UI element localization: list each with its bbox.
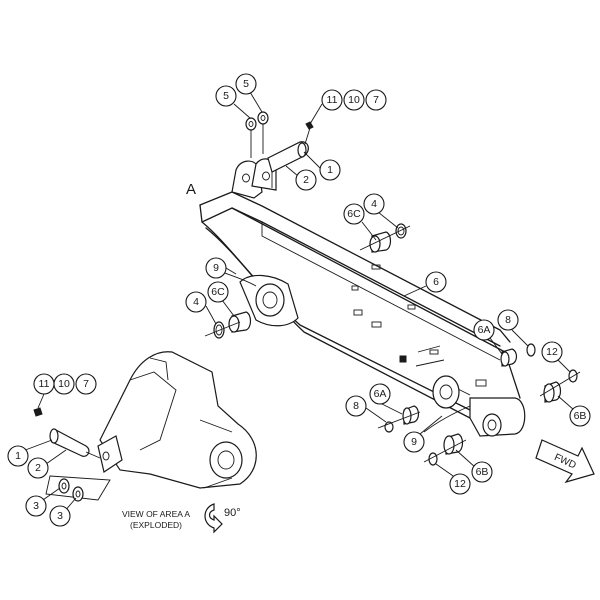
svg-text:6A: 6A [478, 324, 491, 336]
svg-text:6A: 6A [374, 388, 387, 400]
svg-text:10: 10 [348, 94, 360, 106]
callout-2: 2 [295, 169, 317, 191]
rotation-label: 90° [224, 507, 241, 519]
view-caption-line2: (EXPLODED) [130, 520, 182, 530]
callout-11: 11 [33, 373, 55, 395]
svg-text:12: 12 [454, 478, 466, 490]
view-caption-line1: VIEW OF AREA A [122, 509, 190, 519]
callout-6c: 6C [343, 203, 365, 225]
svg-text:6B: 6B [574, 410, 587, 422]
callout-5: 5 [215, 85, 237, 107]
svg-text:6B: 6B [476, 466, 489, 478]
right-end-parts [377, 343, 581, 466]
svg-text:7: 7 [83, 378, 89, 390]
svg-text:3: 3 [33, 500, 39, 512]
svg-text:3: 3 [57, 510, 63, 522]
callout-12: 12 [541, 341, 563, 363]
callout-3: 3 [25, 495, 47, 517]
callout-1: 1 [7, 445, 29, 467]
svg-text:4: 4 [193, 296, 199, 308]
svg-text:5: 5 [223, 90, 229, 102]
svg-text:8: 8 [353, 400, 359, 412]
callout-9: 9 [205, 257, 227, 279]
svg-text:1: 1 [15, 450, 21, 462]
svg-text:2: 2 [303, 174, 309, 186]
svg-text:1: 1 [327, 164, 333, 176]
callout-10: 10 [343, 89, 365, 111]
svg-text:6C: 6C [347, 208, 361, 220]
top-bracket [231, 111, 314, 199]
callout-2: 2 [27, 457, 49, 479]
svg-text:5: 5 [243, 78, 249, 90]
callouts: 5 5 11 10 7 1 2 6C 4 9 6 4 6C 6A 8 12 6B… [7, 73, 591, 527]
left-boss [204, 271, 299, 339]
callout-6b: 6B [569, 405, 591, 427]
callout-6c: 6C [207, 281, 229, 303]
callout-12: 12 [449, 473, 471, 495]
callout-1: 1 [319, 159, 341, 181]
svg-text:6: 6 [433, 276, 439, 288]
svg-text:8: 8 [505, 314, 511, 326]
svg-text:11: 11 [39, 378, 50, 390]
callout-8: 8 [497, 309, 519, 331]
callout-4: 4 [363, 193, 385, 215]
callout-8: 8 [345, 395, 367, 417]
rotation-icon: 90° [204, 503, 241, 534]
svg-text:11: 11 [327, 94, 338, 106]
callout-11: 11 [321, 89, 343, 111]
exploded-view [33, 351, 257, 502]
callout-7: 7 [365, 89, 387, 111]
svg-text:7: 7 [373, 94, 379, 106]
callout-9: 9 [403, 431, 425, 453]
svg-text:10: 10 [58, 378, 70, 390]
callout-7: 7 [75, 373, 97, 395]
callout-6: 6 [425, 271, 447, 293]
callout-6a: 6A [473, 319, 495, 341]
callout-3: 3 [49, 505, 71, 527]
callout-5: 5 [235, 73, 257, 95]
svg-text:9: 9 [213, 262, 219, 274]
fwd-arrow: FWD [535, 439, 595, 484]
callout-4: 4 [185, 291, 207, 313]
svg-text:12: 12 [546, 346, 558, 358]
upper-bushing [359, 223, 411, 253]
callout-10: 10 [53, 373, 75, 395]
svg-text:2: 2 [35, 462, 41, 474]
svg-text:6C: 6C [211, 286, 225, 298]
leader-lines [19, 91, 575, 513]
area-label: A [186, 181, 196, 198]
callout-6a: 6A [369, 383, 391, 405]
svg-text:4: 4 [371, 198, 377, 210]
callout-6b: 6B [471, 461, 493, 483]
svg-text:9: 9 [411, 436, 417, 448]
